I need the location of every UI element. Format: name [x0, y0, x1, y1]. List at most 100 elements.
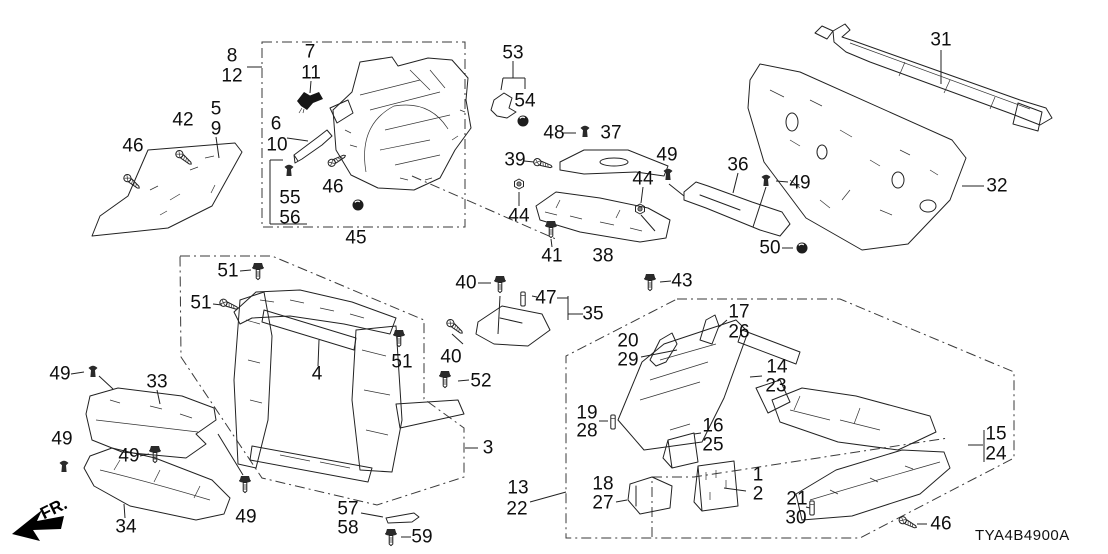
clip-icon: [284, 164, 294, 176]
callout-46: 46: [322, 176, 344, 198]
callout-14: 14: [766, 356, 788, 378]
bolt-icon: [251, 262, 265, 281]
callout-3: 3: [482, 437, 494, 459]
clip-icon: [59, 460, 69, 472]
callout-58: 58: [337, 517, 359, 539]
grommet-icon: [351, 198, 365, 212]
callout-44: 44: [508, 205, 530, 227]
callout-23: 23: [765, 375, 787, 397]
grommet-icon: [795, 241, 809, 255]
part-sketch-stay-57-58: [385, 512, 420, 524]
screw-icon: [444, 317, 466, 337]
callout-18: 18: [592, 473, 614, 495]
pin-icon: [809, 500, 815, 516]
callout-57: 57: [337, 498, 359, 520]
callout-59: 59: [411, 526, 433, 548]
callout-11: 11: [301, 62, 321, 84]
callout-52: 52: [470, 370, 492, 392]
callout-33: 33: [146, 371, 168, 393]
part-sketch-front-bulkhead-3: [233, 291, 465, 483]
screw-icon: [897, 514, 919, 532]
callout-7: 7: [304, 41, 316, 63]
callout-26: 26: [728, 321, 750, 343]
clip-icon: [88, 365, 98, 377]
dashed-boundaries: [179, 41, 1015, 539]
bolt-icon: [392, 329, 406, 348]
pin-icon: [610, 414, 616, 430]
bolt-icon: [493, 275, 507, 294]
callout-13: 13: [507, 477, 529, 499]
callout-36: 36: [727, 154, 749, 176]
callout-29: 29: [617, 349, 639, 371]
callout-32: 32: [986, 175, 1008, 197]
part-sketch-side-frame-14-23: [617, 319, 937, 451]
callout-12: 12: [221, 65, 243, 87]
callout-46: 46: [122, 135, 144, 157]
callout-54: 54: [514, 90, 536, 112]
callout-53: 53: [502, 42, 524, 64]
callout-49: 49: [656, 144, 678, 166]
callout-42: 42: [172, 109, 194, 131]
callout-24: 24: [985, 443, 1007, 465]
callout-19: 19: [576, 402, 598, 424]
nut-icon: [635, 203, 645, 215]
fastener-icons: [59, 91, 919, 547]
callout-17: 17: [728, 301, 750, 323]
part-sketch-bracket-1-2: [693, 460, 739, 512]
callout-41: 41: [541, 245, 563, 267]
callout-51: 51: [391, 351, 413, 373]
callout-4: 4: [311, 363, 323, 385]
part-sketch-strip-37: [559, 149, 669, 177]
grommet-icon: [516, 114, 530, 128]
callout-45: 45: [345, 227, 367, 249]
callout-30: 30: [785, 507, 807, 529]
part-sketch-cowl-top-31: [814, 23, 1053, 132]
callout-55: 55: [279, 187, 301, 209]
callout-39: 39: [504, 149, 526, 171]
callout-43: 43: [671, 270, 693, 292]
callout-16: 16: [702, 415, 724, 437]
nut-icon: [514, 178, 524, 190]
callout-50: 50: [759, 237, 781, 259]
bolt-icon: [643, 273, 657, 292]
callout-46: 46: [930, 513, 952, 535]
callout-5: 5: [210, 98, 222, 120]
fr-arrow-icon: [12, 510, 64, 541]
part-sketch-bracket-20-29: [649, 332, 678, 367]
clip-icon: [761, 174, 771, 186]
callout-28: 28: [576, 420, 598, 442]
screw-icon: [121, 172, 143, 192]
callout-49: 49: [789, 172, 811, 194]
part-sketch-stay-6-10: [293, 129, 333, 164]
callout-20: 20: [617, 330, 639, 352]
part-sketch-crossmember-38: [535, 191, 671, 243]
pin-icon: [520, 291, 526, 307]
callout-48: 48: [543, 122, 565, 144]
callout-6: 6: [270, 113, 282, 135]
callout-51: 51: [217, 260, 239, 282]
callout-40: 40: [440, 346, 462, 368]
label-brackets: [269, 61, 985, 462]
callout-51: 51: [190, 292, 212, 314]
clip-icon: [580, 125, 590, 137]
part-sketch-sill-15-24: [795, 449, 951, 521]
callout-49: 49: [51, 428, 73, 450]
part-sketch-bracket-53: [490, 92, 517, 119]
callout-49: 49: [235, 506, 257, 528]
diagram-code: TYA4B4900A: [975, 527, 1070, 544]
callout-37: 37: [600, 122, 622, 144]
part-sketch-beam-33: [85, 387, 217, 459]
part-sketch-wheelhouse-8-12: [329, 56, 472, 191]
callout-35: 35: [582, 303, 604, 325]
callout-9: 9: [210, 118, 222, 140]
screw-icon: [173, 148, 195, 168]
part-sketch-side-panel-5-9: [91, 142, 243, 237]
callout-8: 8: [226, 45, 238, 67]
callout-15: 15: [985, 423, 1007, 445]
part-sketch-dash-panel-32: [747, 63, 967, 251]
part-sketch-beam-34: [83, 447, 231, 521]
callout-31: 31: [930, 29, 952, 51]
callout-22: 22: [506, 498, 528, 520]
